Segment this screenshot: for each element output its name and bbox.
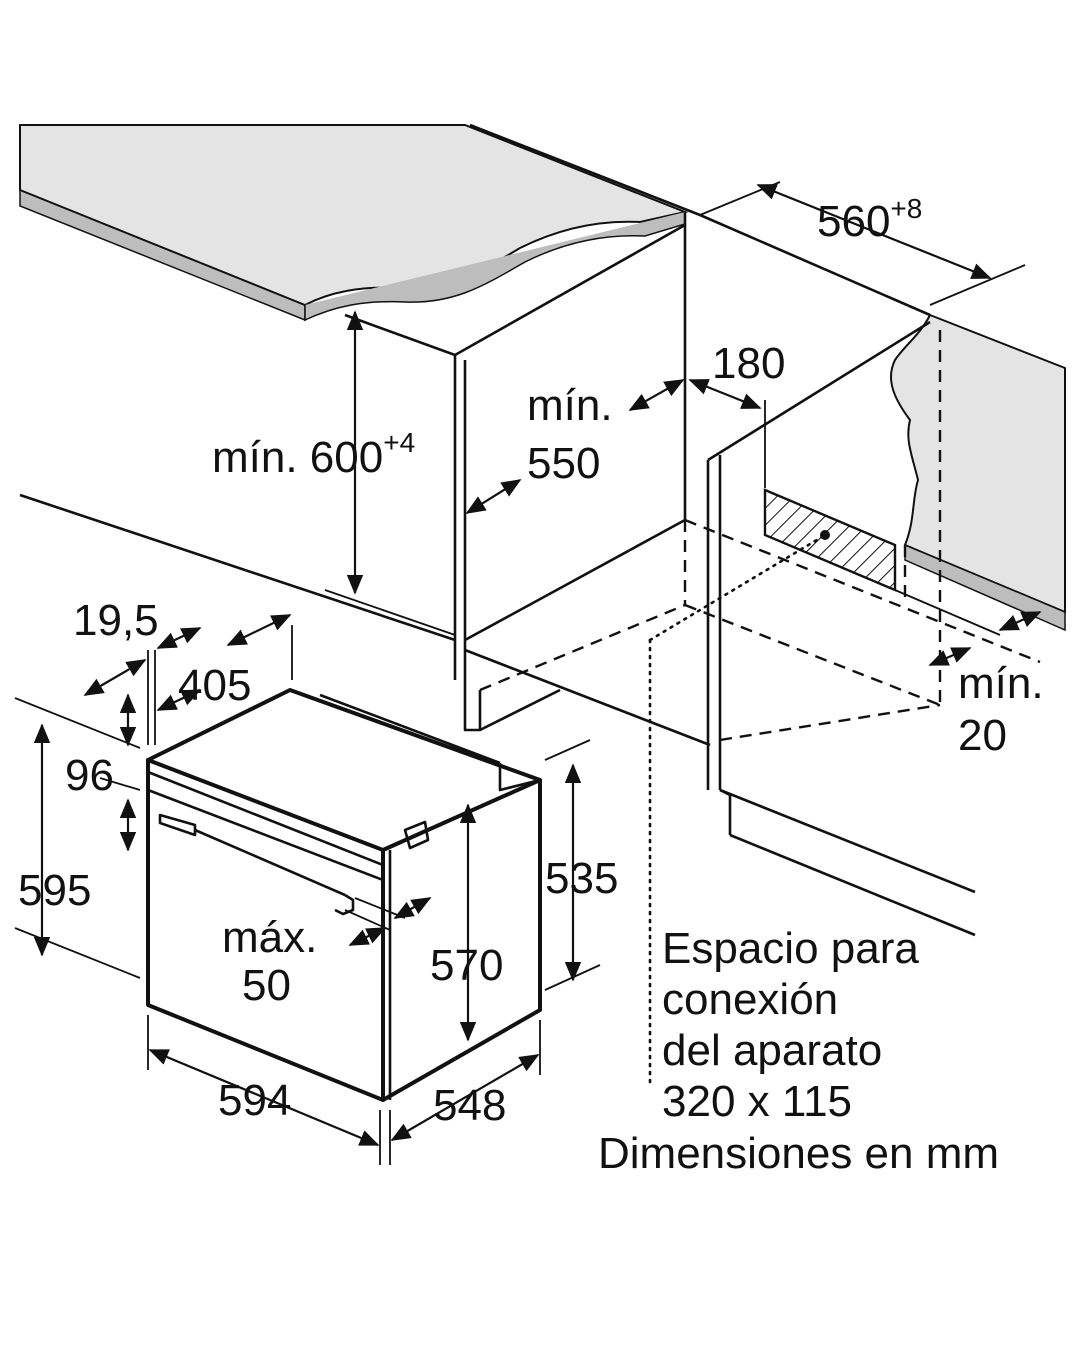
- label-min-20-a: mín.: [958, 659, 1044, 708]
- label-max-50-a: máx.: [222, 913, 317, 962]
- note-line-4: 320 x 115: [662, 1077, 852, 1126]
- note-line-2: conexión: [662, 975, 838, 1024]
- label-595: 595: [18, 866, 91, 915]
- dimension-labels: 560+8 180 mín. 550 mín. 600+4 19,5 405 9…: [18, 193, 1044, 1130]
- connection-point-icon: [820, 530, 830, 540]
- label-548: 548: [433, 1081, 506, 1130]
- label-96: 96: [65, 751, 114, 800]
- label-min-550-b: 550: [527, 439, 600, 488]
- dimension-lines: [14, 181, 1042, 1165]
- label-19-5: 19,5: [73, 596, 159, 645]
- label-min-550-a: mín.: [527, 381, 613, 430]
- oven: [146, 688, 542, 1102]
- note-line-3: del aparato: [662, 1026, 882, 1075]
- oven-side-handle-icon: [403, 820, 430, 850]
- units-note: Dimensiones en mm: [598, 1129, 999, 1178]
- label-180: 180: [712, 339, 785, 388]
- label-570: 570: [430, 941, 503, 990]
- label-594: 594: [218, 1076, 291, 1125]
- countertop-left: [19, 124, 689, 322]
- cabinet-lines: [19, 123, 1041, 937]
- note-line-1: Espacio para: [662, 924, 919, 973]
- label-min-20-b: 20: [958, 711, 1007, 760]
- label-min-600: mín. 600+4: [212, 427, 415, 482]
- label-niche-width: 560+8: [817, 193, 922, 246]
- countertop-right: [890, 313, 1066, 632]
- label-535: 535: [545, 854, 618, 903]
- connection-note: Espacio para conexión del aparato 320 x …: [598, 924, 999, 1178]
- label-405: 405: [178, 661, 251, 710]
- label-max-50-b: 50: [242, 961, 291, 1010]
